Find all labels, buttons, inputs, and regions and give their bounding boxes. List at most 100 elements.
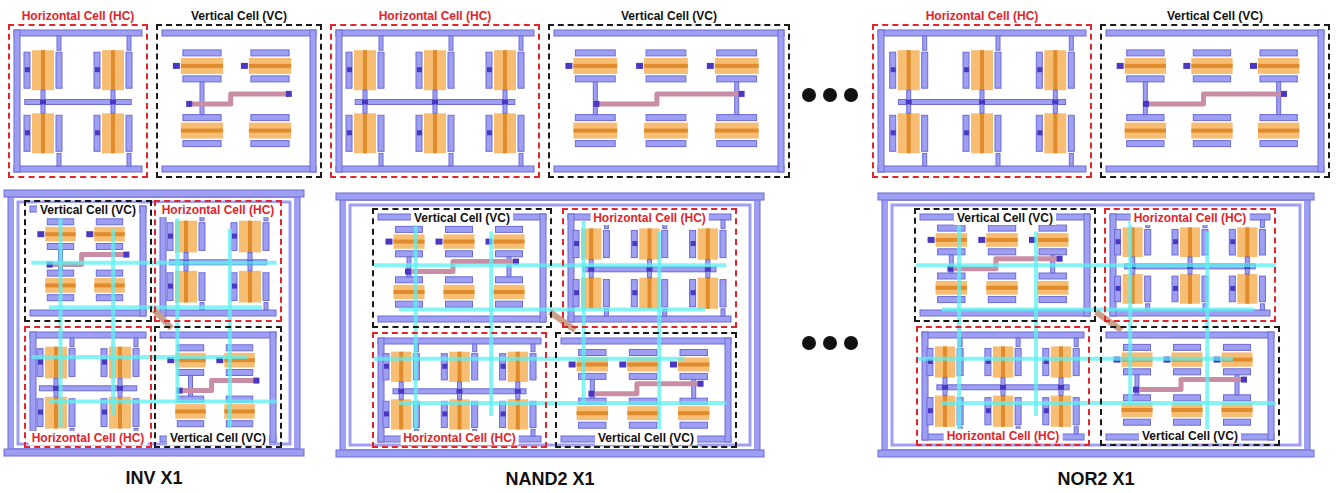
via bbox=[38, 410, 43, 415]
contact-metal bbox=[496, 301, 523, 307]
via bbox=[636, 63, 643, 69]
via bbox=[37, 231, 44, 237]
contact-metal bbox=[690, 230, 696, 257]
gate-line bbox=[111, 50, 115, 90]
via bbox=[891, 130, 896, 135]
gate-line bbox=[1037, 238, 1068, 242]
signal-route bbox=[228, 229, 232, 428]
via bbox=[398, 389, 404, 394]
via bbox=[705, 267, 711, 272]
via bbox=[502, 100, 508, 105]
via bbox=[986, 408, 991, 413]
via bbox=[487, 67, 492, 72]
contact-metal bbox=[1224, 369, 1251, 375]
active-region bbox=[391, 352, 411, 382]
contact-metal bbox=[717, 76, 757, 82]
gate-line bbox=[94, 283, 124, 287]
contact-metal bbox=[177, 345, 203, 351]
contact-metal bbox=[472, 401, 478, 427]
power-rail bbox=[878, 30, 1086, 36]
metal-line bbox=[127, 153, 131, 166]
horizontal-cell-box: Horizontal Cell (HC) bbox=[562, 208, 737, 328]
ground-rail bbox=[14, 166, 142, 172]
power-rail bbox=[561, 338, 731, 344]
via bbox=[38, 360, 43, 365]
gate-line bbox=[433, 50, 437, 90]
via bbox=[386, 239, 393, 245]
cell-name-caption: NOR2 X1 bbox=[1054, 469, 1137, 489]
contact-metal bbox=[1124, 369, 1151, 375]
horizontal-cell-box: Horizontal Cell (HC) bbox=[372, 332, 547, 448]
via bbox=[1173, 239, 1178, 244]
contact-metal bbox=[251, 50, 289, 56]
contact-metal bbox=[963, 115, 969, 151]
gate-contact bbox=[433, 90, 437, 113]
via bbox=[588, 391, 594, 397]
active-region bbox=[1258, 123, 1299, 139]
contact-metal bbox=[416, 52, 422, 88]
active-region bbox=[971, 50, 993, 90]
contact-metal bbox=[199, 273, 205, 301]
contact-metal bbox=[575, 141, 615, 147]
via bbox=[95, 67, 100, 72]
via bbox=[1173, 286, 1178, 291]
ground-rail bbox=[378, 316, 546, 322]
via bbox=[515, 389, 521, 394]
cell-boundary bbox=[882, 195, 1310, 455]
active-region bbox=[394, 234, 425, 248]
contact-metal bbox=[1260, 115, 1297, 121]
contact-metal bbox=[922, 52, 928, 88]
active-region bbox=[698, 278, 718, 309]
via bbox=[1116, 239, 1121, 244]
cell-boundary bbox=[350, 205, 750, 445]
active-region bbox=[698, 228, 718, 259]
gate-contact bbox=[648, 260, 652, 278]
via bbox=[501, 364, 506, 369]
contact-metal bbox=[573, 230, 579, 257]
contact-metal bbox=[518, 52, 524, 88]
side-rail bbox=[1268, 332, 1274, 440]
contact-metal bbox=[646, 115, 686, 121]
standard-cell-frame: INV X1Vertical Cell (VC)Horizontal Cell … bbox=[8, 192, 300, 454]
cell-type-label: Vertical Cell (VC) bbox=[954, 211, 1056, 225]
via bbox=[442, 364, 447, 369]
route-line bbox=[596, 94, 741, 104]
via bbox=[632, 241, 637, 246]
contact-metal bbox=[396, 277, 423, 283]
contact-metal bbox=[720, 230, 726, 257]
active-region bbox=[644, 123, 688, 139]
contact-metal bbox=[1039, 273, 1066, 279]
contact-metal bbox=[662, 280, 668, 307]
side-rail bbox=[878, 30, 884, 172]
gate-line bbox=[94, 232, 124, 236]
gate-line bbox=[248, 271, 252, 303]
via bbox=[1037, 67, 1042, 72]
gate-line bbox=[980, 113, 984, 153]
contact-metal bbox=[995, 52, 1001, 88]
gate-line bbox=[627, 363, 658, 367]
cell-type-label: Horizontal Cell (HC) bbox=[923, 9, 1042, 23]
via bbox=[574, 241, 579, 246]
contact-metal bbox=[575, 115, 615, 121]
side-rail bbox=[336, 30, 342, 172]
metal-line bbox=[593, 82, 597, 115]
contact-metal bbox=[446, 277, 473, 283]
gate-line bbox=[184, 221, 188, 253]
cell-boundary bbox=[892, 205, 1300, 445]
via bbox=[173, 63, 180, 69]
contact-metal bbox=[922, 115, 928, 151]
active-region bbox=[1037, 233, 1068, 247]
gate-line bbox=[577, 363, 608, 367]
contact-metal bbox=[1172, 276, 1178, 302]
metal-line bbox=[1074, 427, 1078, 434]
via bbox=[53, 386, 59, 391]
active-region bbox=[102, 50, 124, 90]
contact-metal bbox=[1127, 76, 1164, 82]
signal-route bbox=[1128, 221, 1132, 403]
contact-metal bbox=[416, 115, 422, 151]
active-region bbox=[935, 346, 955, 377]
active-region bbox=[94, 227, 124, 242]
metal-line bbox=[1069, 36, 1073, 50]
contact-metal bbox=[890, 115, 896, 151]
gate-line bbox=[399, 352, 403, 382]
